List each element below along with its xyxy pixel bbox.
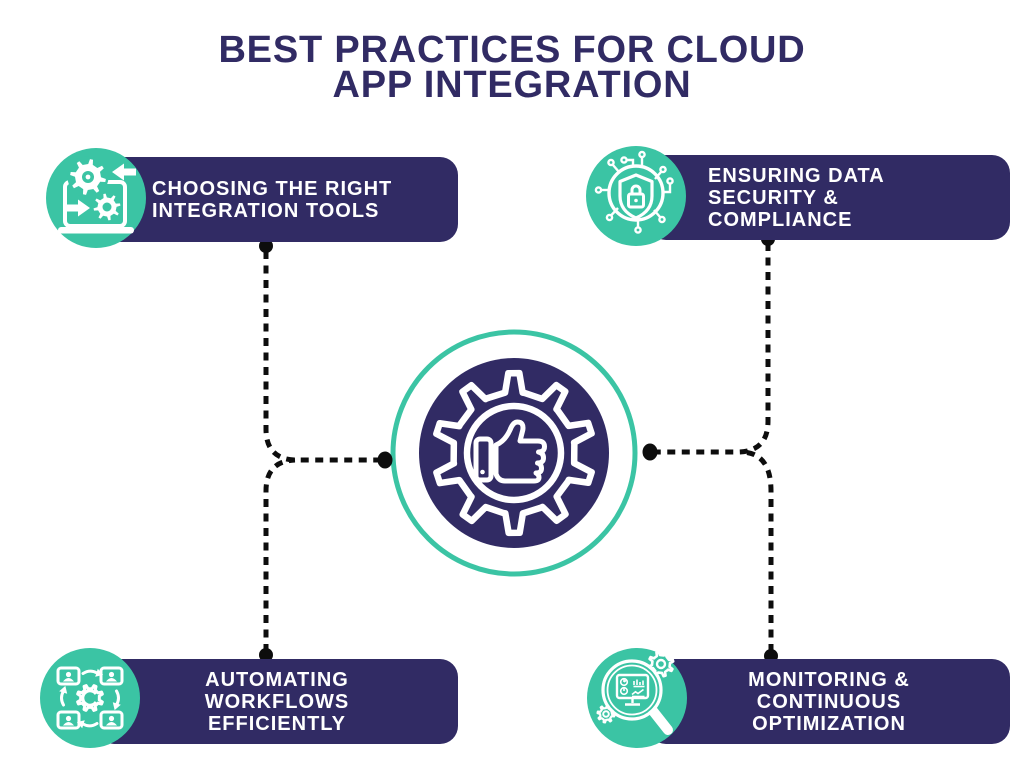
card-label-line: CONTINUOUS bbox=[756, 690, 902, 713]
laptop-gears-icon bbox=[46, 148, 146, 248]
node-dot-center-right bbox=[642, 443, 658, 461]
card-label-line: CHOOSING THE RIGHT bbox=[152, 177, 393, 200]
card-label-line: OPTIMIZATION bbox=[752, 712, 906, 735]
card-label-line: MONITORING & bbox=[748, 668, 910, 691]
card-label-line: INTEGRATION TOOLS bbox=[152, 199, 380, 222]
card-label-line: AUTOMATING bbox=[205, 668, 349, 691]
magnifier-analytics-icon bbox=[587, 648, 687, 748]
workflow-people-icon bbox=[40, 648, 140, 748]
page-title: BEST PRACTICES FOR CLOUD APP INTEGRATION bbox=[0, 29, 1024, 106]
card-automating-workflows: AUTOMATING WORKFLOWS EFFICIENTLY bbox=[96, 659, 458, 744]
card-label-line: SECURITY & bbox=[708, 186, 839, 209]
shield-lock-icon bbox=[586, 146, 686, 246]
gear-thumbs-up-icon bbox=[390, 329, 638, 577]
card-label-line: EFFICIENTLY bbox=[207, 712, 347, 735]
card-monitoring-optimization: MONITORING & CONTINUOUS OPTIMIZATION bbox=[648, 659, 1010, 744]
center-emblem bbox=[384, 323, 644, 583]
card-label-line: ENSURING DATA bbox=[708, 164, 885, 187]
card-data-security-compliance: ENSURING DATA SECURITY & COMPLIANCE bbox=[648, 155, 1010, 240]
card-label-line: COMPLIANCE bbox=[708, 208, 853, 231]
card-label-line: WORKFLOWS bbox=[204, 690, 350, 713]
page-title-line2: APP INTEGRATION bbox=[332, 64, 692, 106]
card-choosing-integration-tools: CHOOSING THE RIGHT INTEGRATION TOOLS bbox=[96, 157, 458, 242]
page-title-line1: BEST PRACTICES FOR CLOUD bbox=[218, 29, 806, 71]
